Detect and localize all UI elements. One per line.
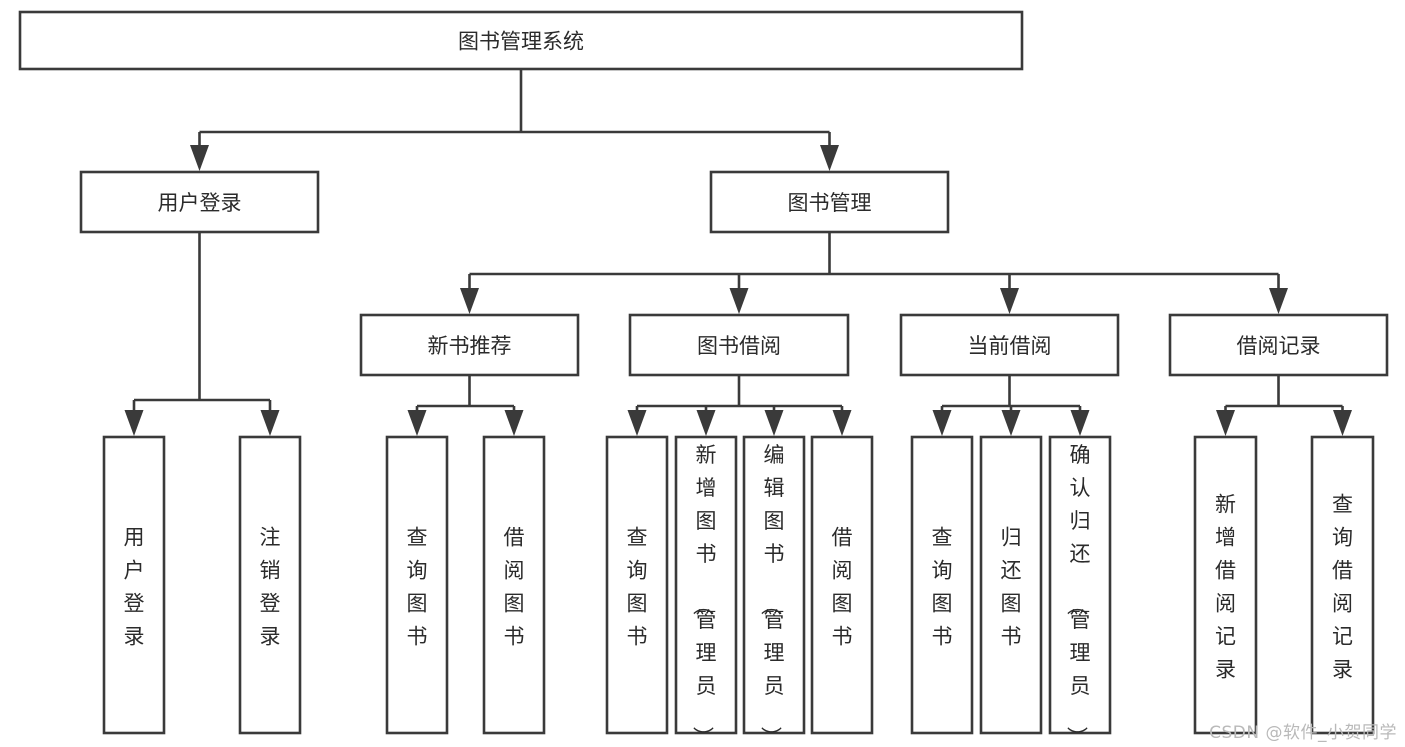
node-box-leaf-borrow-book-rec	[482, 435, 546, 735]
node-leaf-confirm-return[interactable]: 确认归还（管理员）	[1048, 435, 1112, 747]
node-leaf-add-book[interactable]: 新增图书（管理员）	[674, 435, 738, 747]
node-label-leaf-confirm-return: 确认归还（管理员）	[1065, 443, 1091, 747]
arrow-head-icon	[932, 410, 952, 436]
arrow-head-icon	[1216, 410, 1235, 436]
arrow-head-icon	[190, 145, 209, 171]
node-layer: 图书管理系统用户登录图书管理新书推荐图书借阅当前借阅借阅记录用户登录注销登录查询…	[18, 10, 1389, 747]
node-label-leaf-query-record: 查询借阅记录	[1332, 493, 1353, 682]
node-box-leaf-borrow-book	[810, 435, 874, 735]
node-label-new-book-rec: 新书推荐	[428, 334, 512, 358]
node-box-user-login	[79, 170, 320, 234]
connector-group	[407, 375, 524, 436]
arrow-head-icon	[407, 410, 427, 436]
node-label-leaf-user-login: 用户登录	[124, 526, 145, 649]
arrow-head-icon	[764, 410, 784, 436]
arrow-head-icon	[820, 145, 839, 171]
arrow-head-icon	[460, 288, 479, 314]
node-label-book-borrow: 图书借阅	[697, 334, 781, 358]
node-box-leaf-edit-book	[742, 435, 806, 735]
edge-layer	[124, 69, 1352, 436]
node-leaf-query-book-borrow[interactable]: 查询图书	[605, 435, 669, 735]
node-root[interactable]: 图书管理系统	[18, 10, 1024, 71]
node-label-leaf-return-book: 归还图书	[1001, 526, 1022, 649]
arrow-head-icon	[696, 410, 716, 436]
arrow-head-icon	[124, 410, 144, 436]
node-box-new-book-rec	[359, 313, 580, 377]
connector-group	[460, 232, 1288, 314]
node-leaf-query-record[interactable]: 查询借阅记录	[1310, 435, 1375, 735]
arrow-head-icon	[260, 410, 280, 436]
arrow-head-icon	[1070, 410, 1090, 436]
node-box-leaf-add-record	[1193, 435, 1258, 735]
node-box-book-borrow	[628, 313, 850, 377]
node-box-leaf-add-book	[674, 435, 738, 735]
node-label-book-manage: 图书管理	[788, 191, 872, 215]
arrow-head-icon	[729, 288, 749, 314]
node-label-leaf-borrow-book: 借阅图书	[832, 526, 853, 649]
node-label-leaf-query-book-rec: 查询图书	[407, 526, 428, 649]
node-leaf-edit-book[interactable]: 编辑图书（管理员）	[742, 435, 806, 747]
node-box-leaf-query-record	[1310, 435, 1375, 735]
node-leaf-user-login[interactable]: 用户登录	[102, 435, 166, 735]
node-box-leaf-confirm-return	[1048, 435, 1112, 735]
node-label-current-borrow: 当前借阅	[968, 334, 1052, 358]
node-box-borrow-record	[1168, 313, 1389, 377]
node-label-leaf-logout: 注销登录	[260, 526, 281, 649]
node-borrow-record[interactable]: 借阅记录	[1168, 313, 1389, 377]
node-box-leaf-query-book-cur	[910, 435, 974, 735]
connector-group	[124, 232, 280, 436]
node-leaf-add-record[interactable]: 新增借阅记录	[1193, 435, 1258, 735]
connector-group	[1216, 375, 1352, 436]
connector-group	[932, 375, 1090, 436]
node-current-borrow[interactable]: 当前借阅	[899, 313, 1120, 377]
node-box-leaf-user-login	[102, 435, 166, 735]
node-label-leaf-borrow-book-rec: 借阅图书	[504, 526, 525, 649]
node-leaf-query-book-rec[interactable]: 查询图书	[385, 435, 449, 735]
arrow-head-icon	[1001, 410, 1021, 436]
node-label-leaf-edit-book: 编辑图书（管理员）	[759, 443, 785, 747]
node-box-leaf-query-book-rec	[385, 435, 449, 735]
node-label-leaf-query-book-borrow: 查询图书	[627, 526, 648, 649]
node-box-book-manage	[709, 170, 950, 234]
node-book-borrow[interactable]: 图书借阅	[628, 313, 850, 377]
connector-group	[627, 375, 852, 436]
node-box-leaf-return-book	[979, 435, 1043, 735]
watermark-text: CSDN @软件_小贺同学	[1209, 723, 1397, 743]
arrow-head-icon	[832, 410, 852, 436]
node-leaf-borrow-book[interactable]: 借阅图书	[810, 435, 874, 735]
node-user-login[interactable]: 用户登录	[79, 170, 320, 234]
arrow-head-icon	[504, 410, 524, 436]
arrow-head-icon	[1333, 410, 1352, 436]
node-label-root: 图书管理系统	[458, 30, 584, 54]
node-label-user-login: 用户登录	[158, 191, 242, 215]
node-leaf-logout[interactable]: 注销登录	[238, 435, 302, 735]
node-label-leaf-query-book-cur: 查询图书	[932, 526, 953, 649]
node-leaf-query-book-cur[interactable]: 查询图书	[910, 435, 974, 735]
node-leaf-borrow-book-rec[interactable]: 借阅图书	[482, 435, 546, 735]
node-label-leaf-add-record: 新增借阅记录	[1215, 493, 1236, 682]
node-new-book-rec[interactable]: 新书推荐	[359, 313, 580, 377]
node-book-manage[interactable]: 图书管理	[709, 170, 950, 234]
node-leaf-return-book[interactable]: 归还图书	[979, 435, 1043, 735]
arrow-head-icon	[627, 410, 647, 436]
node-label-borrow-record: 借阅记录	[1237, 334, 1321, 358]
node-box-current-borrow	[899, 313, 1120, 377]
node-label-leaf-add-book: 新增图书（管理员）	[691, 443, 717, 747]
node-box-leaf-logout	[238, 435, 302, 735]
arrow-head-icon	[1269, 288, 1288, 314]
node-box-root	[18, 10, 1024, 71]
connector-group	[190, 69, 839, 171]
arrow-head-icon	[1000, 288, 1019, 314]
node-box-leaf-query-book-borrow	[605, 435, 669, 735]
